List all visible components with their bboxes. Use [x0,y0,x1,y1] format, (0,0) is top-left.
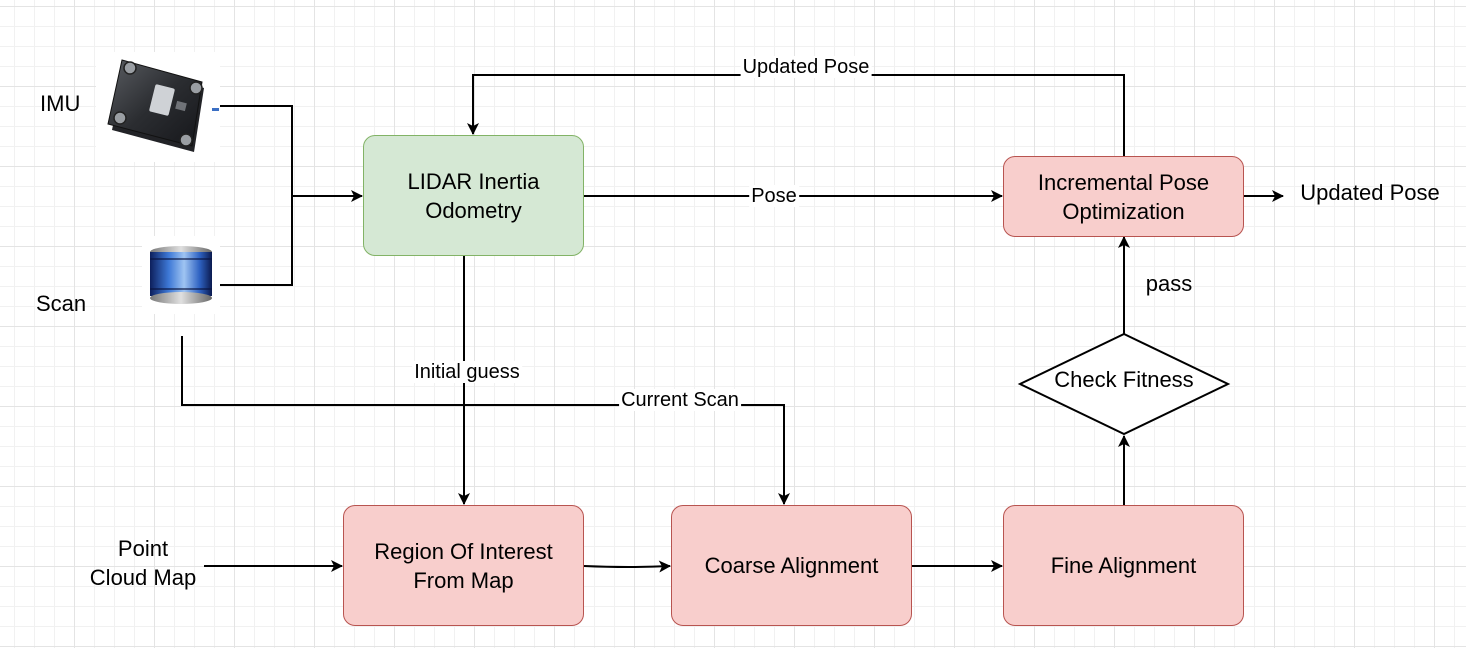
node-line2: Odometry [425,197,522,223]
node-line1: Region Of Interest [374,538,553,564]
lidar-scanner-icon [142,236,220,314]
edge-roi-to-coarse [583,560,671,573]
node-line1: Incremental Pose [1037,169,1210,195]
check-fitness-diamond [1017,332,1231,436]
node-line2: From Map [413,567,514,593]
edge-label-pass: pass [1145,271,1193,296]
region-of-interest-node[interactable]: Region Of Interest From Map [343,505,584,626]
imu-sensor-icon [96,52,220,162]
fine-alignment-node[interactable]: Fine Alignment [1003,505,1244,626]
edge-imu-to-odometry [220,105,363,202]
edge-label-current-scan: Current Scan [619,389,741,411]
node-label: Fine Alignment [1050,553,1197,578]
edge-label-initial-guess: Initial guess [412,361,522,383]
edge-label-updated-pose-feedback: Updated Pose [740,56,872,78]
check-fitness-label[interactable]: Check Fitness [1054,367,1194,392]
incremental-pose-optimization-node[interactable]: Incremental Pose Optimization [1003,156,1244,237]
point-cloud-map-line2: Cloud Map [89,565,197,590]
imu-label: IMU [40,91,81,116]
point-cloud-map-label: Point Cloud Map [84,534,202,592]
coarse-alignment-node[interactable]: Coarse Alignment [671,505,912,626]
edge-label-updated-pose-output: Updated Pose [1300,180,1440,205]
point-cloud-map-line1: Point [117,536,169,561]
scan-label: Scan [36,291,87,316]
node-line1: LIDAR Inertia [407,168,540,194]
edge-current-scan [181,336,790,505]
node-line2: Optimization [1062,198,1185,224]
lidar-inertia-odometry-node[interactable]: LIDAR Inertia Odometry [363,135,584,256]
edge-scan-to-odometry [220,196,293,286]
edge-label-pose: Pose [749,185,799,207]
node-label: Coarse Alignment [704,553,879,578]
